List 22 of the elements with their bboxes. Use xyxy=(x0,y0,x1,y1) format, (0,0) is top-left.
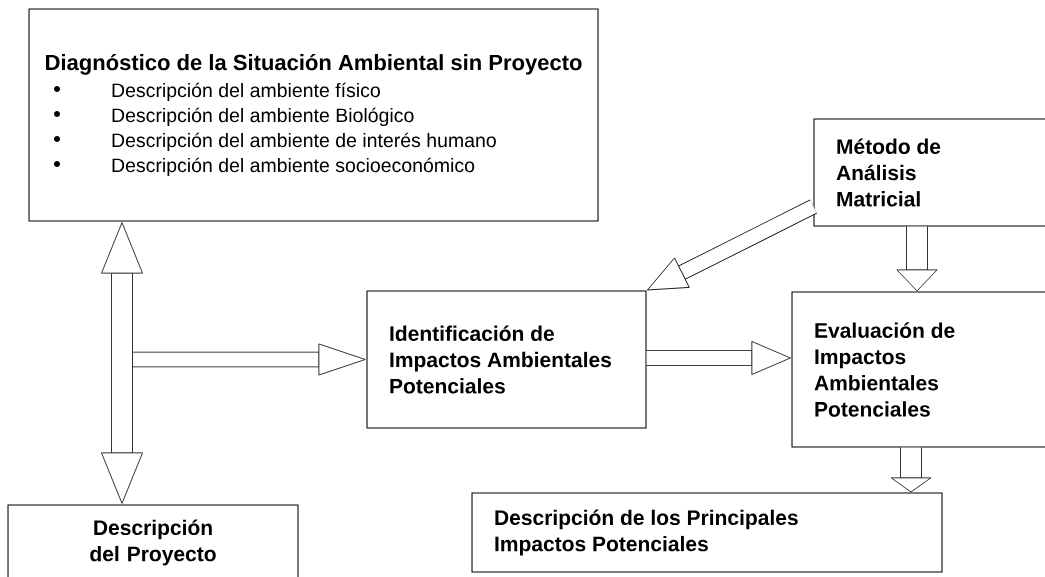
process-box xyxy=(813,118,1045,227)
process-box xyxy=(28,8,599,222)
process-box xyxy=(471,492,943,573)
box-text: Descripción del Proyecto xyxy=(90,519,216,566)
box-text: Identificación de Impactos Ambientales Potenciales xyxy=(390,325,611,394)
bullet-item: Descripción del ambiente físico xyxy=(112,82,380,102)
bullet-item: Descripción del ambiente socioeconómico xyxy=(112,157,475,177)
heading: Diagnóstico de la Situación Ambiental sin Proyecto xyxy=(46,53,582,75)
bullet-item: Descripción del ambiente Biológico xyxy=(112,107,414,127)
process-box xyxy=(7,504,299,577)
bullet-item: Descripción del ambiente de interés humano xyxy=(112,132,496,152)
block-arrow xyxy=(647,199,817,291)
block-arrow xyxy=(646,341,791,375)
box-text: Descripción de los Principales Impactos Potenciales xyxy=(495,509,798,556)
block-arrow xyxy=(890,447,932,493)
process-box xyxy=(791,291,1045,448)
block-arrow xyxy=(896,226,938,292)
box-text: Evaluación de Impactos Ambientales Potenciales xyxy=(814,322,955,417)
process-box xyxy=(366,290,647,429)
block-arrow xyxy=(101,222,143,504)
block-arrow xyxy=(133,343,366,376)
box-text: Método de Análisis Matricial xyxy=(836,138,941,207)
